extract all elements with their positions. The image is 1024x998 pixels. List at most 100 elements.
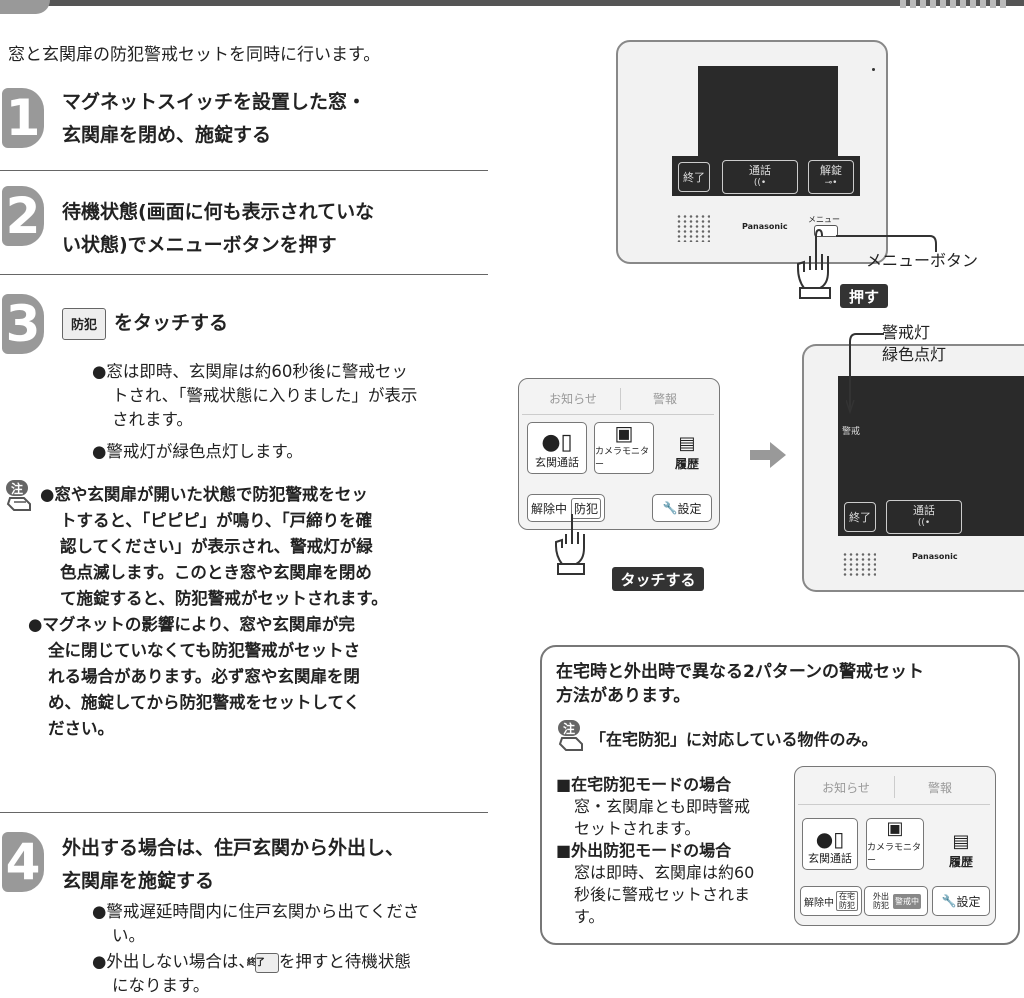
callout-line — [846, 333, 884, 415]
settings-button[interactable]: 🔧設定 — [652, 494, 712, 522]
alarm-light-area — [838, 376, 866, 496]
svg-text:注: 注 — [563, 721, 575, 736]
step-3-note-1: ●窓や玄関扉が開いた状態で防犯警戒をセッ トすると、「ピピピ」が鳴り、「戸締りを… — [40, 482, 510, 612]
home-security-button[interactable]: 在宅防犯 — [836, 891, 858, 911]
camera-monitor-icon: ▣ — [614, 421, 634, 445]
away-state-badge: 警戒中 — [893, 893, 921, 909]
arrow-right-icon — [750, 442, 786, 468]
note-line: 色点滅します。このとき窓や玄関扉を閉め — [60, 563, 372, 582]
step-1-title-line1: マグネットスイッチを設置した窓・ — [62, 91, 367, 113]
step-4-title-line1: 外出する場合は、住戸玄関から外出し、 — [62, 837, 405, 859]
talk-button[interactable]: 通話((• — [722, 160, 798, 194]
intro-text: 窓と玄関扉の防犯警戒セットを同時に行います。 — [8, 45, 381, 65]
entrance-call-label: 玄関通話 — [535, 456, 579, 469]
bullet-line: ●警戒遅延時間内に住戸玄関から出てくださ — [92, 902, 420, 921]
info-modes: ■在宅防犯モードの場合 窓・玄関扉とも即時警戒 セットされます。 ■外出防犯モー… — [556, 774, 754, 928]
home-mode-desc: 窓・玄関扉とも即時警戒 — [574, 797, 751, 816]
header-bar — [0, 0, 1024, 6]
step-2-title-line2: い状態)でメニューボタンを押す — [62, 234, 337, 256]
settings-button[interactable]: 🔧設定 — [932, 886, 990, 916]
note-icon: 注 — [558, 720, 583, 751]
header-dots-decoration — [900, 0, 1010, 8]
talk-button-label: 通話 — [749, 164, 771, 177]
end-button[interactable]: 終了 — [678, 162, 710, 192]
security-toggle[interactable]: 解除中 防犯 — [527, 494, 605, 522]
note-line: め、施錠してから防犯警戒をセットしてく — [48, 693, 361, 712]
note-line: トすると、「ピピピ」が鳴り、「戸締りを確 — [60, 511, 373, 530]
step-3-bullet-1-line: ●窓は即時、玄関扉は約60秒後に警戒セッ — [92, 362, 408, 381]
divider — [0, 170, 488, 171]
tab-alarm[interactable]: 警報 — [652, 391, 677, 406]
end-button[interactable]: 終了 — [844, 502, 876, 532]
history-button[interactable]: ▤ 履歴 — [936, 820, 986, 870]
step-1-title: マグネットスイッチを設置した窓・ 玄関扉を閉め、施錠する — [62, 86, 366, 152]
step-4-number: 4 — [2, 832, 44, 892]
security-button[interactable]: 防犯 — [571, 497, 602, 519]
step-1-number: 1 — [2, 88, 44, 148]
step-3-bullets: ●窓は即時、玄関扉は約60秒後に警戒セッ トされ、「警戒状態に入りました」が表示… — [92, 360, 492, 464]
brand-label: Panasonic — [742, 222, 788, 231]
history-label: 履歴 — [948, 855, 973, 869]
home-mode-title: ■在宅防犯モードの場合 — [556, 775, 732, 794]
menu-label: メニュー — [808, 215, 840, 224]
info-note: 「在宅防犯」に対応している物件のみ。 — [590, 730, 878, 749]
entrance-call-button[interactable]: ●▯ 玄関通話 — [527, 422, 587, 474]
camera-monitor-icon: ▣ — [886, 818, 904, 839]
step-4-bullet-2: ●外出しない場合は、終了を押すと待機状態 になります。 — [92, 950, 522, 998]
sound-icon: ((• — [917, 518, 931, 528]
entrance-call-button[interactable]: ●▯ 玄関通話 — [802, 818, 858, 870]
note-icon: 注 — [6, 480, 31, 511]
unlock-button[interactable]: 解錠⊸• — [808, 160, 854, 194]
speaker-grille — [676, 214, 710, 242]
note-line: れる場合があります。必ず窓や玄関扉を閉 — [48, 667, 360, 686]
talk-button-label: 通話 — [913, 504, 935, 517]
away-mode-title: ■外出防犯モードの場合 — [556, 841, 732, 860]
brand-label: Panasonic — [912, 552, 958, 561]
note-line: 認してください」が表示され、警戒灯が緑 — [60, 537, 373, 556]
tab-underline — [798, 804, 990, 805]
history-label: 履歴 — [674, 457, 699, 471]
key-icon: ⊸• — [824, 178, 838, 188]
info-lead-line: 方法があります。 — [556, 686, 691, 706]
speaker-grille — [842, 552, 876, 578]
camera-monitor-button[interactable]: ▣ カメラモニター — [594, 422, 654, 474]
camera-monitor-button[interactable]: ▣ カメラモニター — [866, 818, 924, 870]
away-security-toggle[interactable]: 外出防犯 警戒中 — [864, 886, 928, 916]
tab-divider — [894, 776, 895, 798]
home-security-toggle[interactable]: 解除中 在宅防犯 — [800, 886, 862, 916]
settings-label: 設定 — [677, 501, 702, 516]
step-4-title-line2: 玄関扉を施錠する — [62, 870, 215, 892]
note-line: て施錠すると、防犯警戒がセットされます。 — [60, 589, 388, 608]
home-mode-desc: セットされます。 — [574, 819, 701, 838]
tab-notice[interactable]: お知らせ — [549, 391, 597, 406]
history-button[interactable]: ▤ 履歴 — [664, 424, 710, 472]
release-label: 解除中 — [530, 501, 567, 516]
monitor-screen — [698, 66, 838, 156]
tab-alarm[interactable]: 警報 — [927, 780, 952, 795]
note-line: ●窓や玄関扉が開いた状態で防犯警戒をセッ — [40, 485, 368, 504]
away-mode-desc: す。 — [574, 907, 605, 926]
callout-line-1: 警戒灯 — [882, 323, 931, 342]
svg-text:注: 注 — [11, 481, 23, 496]
security-key-icon: 防犯 — [62, 307, 106, 340]
step-3-bullet-1-line: されます。 — [112, 410, 193, 429]
bullet-line: い。 — [112, 926, 145, 945]
person-icon: ●▯ — [815, 827, 845, 851]
note-line: ●マグネットの影響により、窓や玄関扉が完 — [28, 615, 355, 634]
step-3-bullet-1-line: トされ、「警戒状態に入りました」が表示 — [112, 386, 418, 405]
film-icon: ▤ — [678, 433, 696, 454]
step-2-title-line1: 待機状態(画面に何も表示されていな — [62, 201, 375, 223]
sound-icon: ((• — [753, 178, 767, 188]
callout-line-2: 緑色点灯 — [882, 345, 947, 364]
monitor-screen — [866, 376, 1024, 496]
tab-underline — [522, 414, 714, 415]
menu-button[interactable] — [814, 225, 838, 237]
step-3-title: 防犯 をタッチする — [62, 307, 228, 340]
step-3-note-2: ●マグネットの影響により、窓や玄関扉が完 全に閉じていなくても防犯警戒がセットさ… — [28, 612, 510, 742]
away-mode-desc: 窓は即時、玄関扉は約60 — [574, 863, 755, 882]
talk-button[interactable]: 通話((• — [886, 500, 962, 534]
tab-notice[interactable]: お知らせ — [822, 780, 870, 795]
camera-monitor-label: カメラモニター — [595, 447, 650, 470]
info-lead: 在宅時と外出時で異なる2パターンの警戒セット 方法があります。 — [556, 660, 924, 708]
away-security-button[interactable]: 外出防犯 — [873, 892, 889, 910]
